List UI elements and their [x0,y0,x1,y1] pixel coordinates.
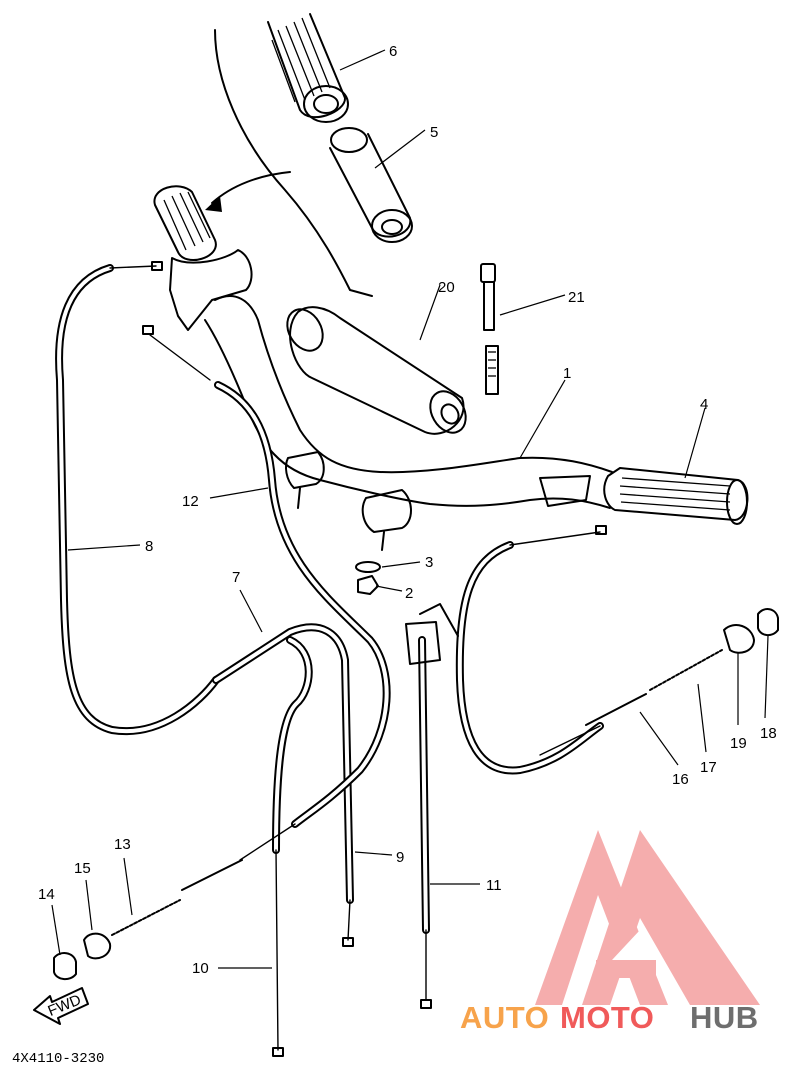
callout-6: 6 [389,43,397,60]
adjuster-nut-19 [723,624,755,654]
grip-sponge-20 [286,306,467,435]
adjuster-spring-13 [111,859,243,936]
cap-14 [53,952,77,980]
callout-15: 15 [74,860,91,877]
callout-2: 2 [405,585,413,602]
fwd-arrow: FWD [33,987,89,1025]
callout-5: 5 [430,124,438,141]
handlebar-1 [204,295,613,509]
leader-lines [51,49,769,969]
callout-3: 3 [425,554,433,571]
callout-19: 19 [730,735,747,752]
callout-8: 8 [145,538,153,555]
inset-arrow-line [211,171,291,204]
grip-6 [267,13,349,123]
callout-9: 9 [396,849,404,866]
watermark-logo [535,830,760,1005]
callout-14: 14 [38,886,55,903]
callout-13: 13 [114,836,131,853]
watermark-hub: HUB [690,1000,759,1035]
cap-18 [757,608,779,636]
handlebar-holders [285,451,412,551]
callout-10: 10 [192,960,209,977]
callout-7: 7 [232,569,240,586]
callout-18: 18 [760,725,777,742]
diagram-code: 4X4110-3230 [12,1051,104,1067]
throttle-sleeve-5 [329,127,413,243]
cables [55,264,604,934]
callout-21: 21 [568,289,585,306]
cable-ends [109,261,607,1057]
callout-12: 12 [182,493,199,510]
adjuster-spring-17 [649,649,723,691]
band-21 [480,263,499,395]
watermark-text: AUTO MOTO HUB [460,1000,759,1035]
callout-16: 16 [672,771,689,788]
left-grip [153,185,253,331]
inset-outline [214,29,373,297]
watermark-auto: AUTO [460,1000,549,1035]
grip-4 [539,467,749,525]
callout-1: 1 [563,365,571,382]
callout-20: 20 [438,279,455,296]
callout-4: 4 [700,396,708,413]
nut-2 [357,575,379,595]
callout-11: 11 [486,877,502,894]
callout-17: 17 [700,759,717,776]
adjuster-nut-15 [83,932,112,960]
washer-3 [355,561,381,573]
spring-16 [585,693,647,726]
inset-arrow-head [205,196,222,212]
watermark-moto: MOTO [560,1000,654,1035]
callout-labels: 1 2 3 4 5 6 7 8 9 10 11 12 13 14 15 16 1… [38,43,777,977]
